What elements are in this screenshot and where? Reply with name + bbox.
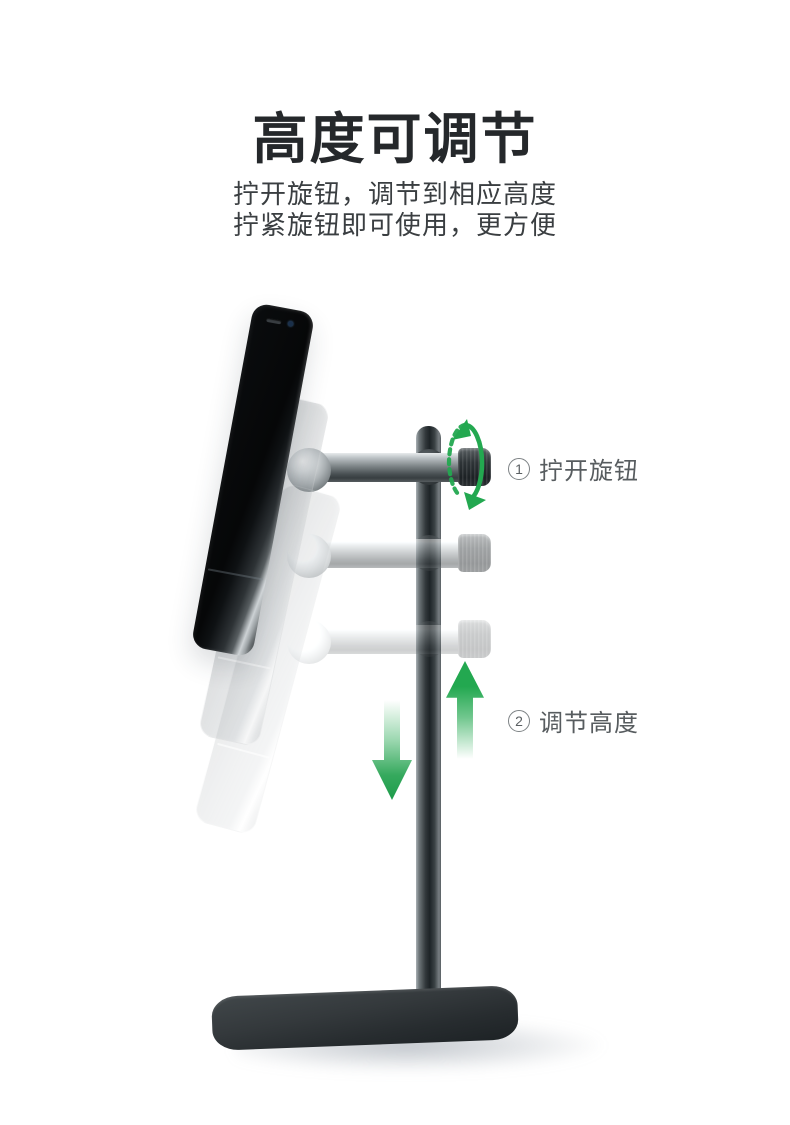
stand-pole <box>416 426 441 1012</box>
page-subtitle: 拧开旋钮，调节到相应高度 拧紧旋钮即可使用，更方便 <box>0 179 790 241</box>
arm-shaft <box>300 625 462 654</box>
step2-number-badge: 2 <box>508 709 530 732</box>
adjust-knob <box>458 448 491 486</box>
phone-speaker <box>266 317 282 325</box>
step2-label: 调节高度 <box>539 710 639 737</box>
rotate-cw-arrow-icon <box>446 419 486 510</box>
step1-label: 拧开旋钮 <box>539 458 639 485</box>
subtitle-line-1: 拧开旋钮，调节到相应高度 <box>232 179 557 209</box>
adjust-knob <box>458 620 491 658</box>
adjust-knob <box>458 534 491 572</box>
subtitle-line-2: 拧紧旋钮即可使用，更方便 <box>232 210 557 240</box>
annotation-step1: 1 拧开旋钮 <box>508 451 639 486</box>
arrow-down-icon <box>372 700 412 800</box>
pole-hub <box>411 621 447 657</box>
ghost-arm-low <box>287 620 491 664</box>
pole-hub <box>411 535 447 571</box>
page-title: 高度可调节 <box>252 108 538 170</box>
phone-camera <box>287 320 294 327</box>
annotation-step2: 2 调节高度 <box>508 703 639 738</box>
step1-number-badge: 1 <box>508 457 530 480</box>
arrow-up-icon <box>446 661 484 763</box>
